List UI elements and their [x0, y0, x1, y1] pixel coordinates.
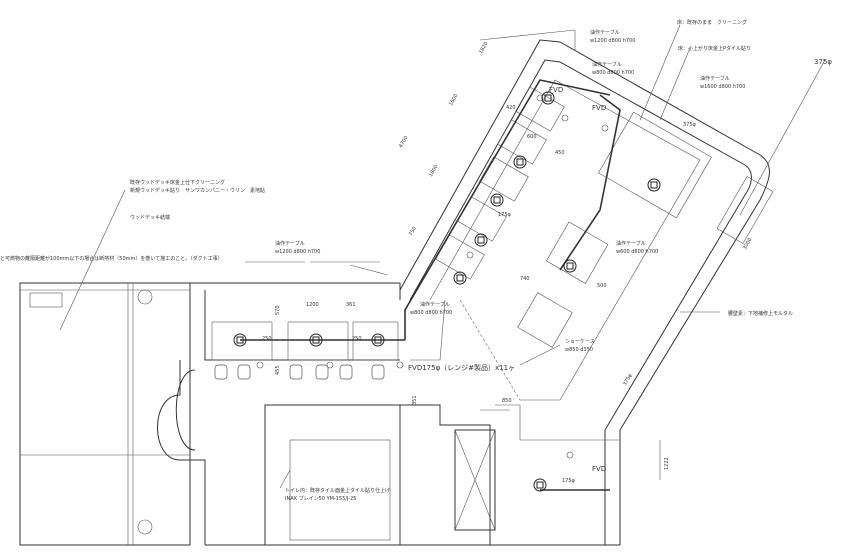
table-label-1: 油作テーブル	[590, 30, 620, 36]
table-label-6: 油作テーブル	[420, 302, 450, 308]
dim-1222: 1222	[664, 457, 670, 470]
note-showcase-size: w850 d350	[565, 347, 593, 353]
dim-500: 500	[597, 283, 607, 289]
dim-250a: 250	[262, 336, 272, 342]
dim-420: 420	[506, 105, 516, 111]
dim-450: 450	[555, 150, 565, 156]
dim-361: 361	[346, 302, 356, 308]
note-deck-partition: ウッドデッキ結端	[130, 215, 171, 221]
table-size-5: w1200 d800 h700	[275, 249, 321, 255]
left-deck-area	[19, 282, 191, 546]
note-wainscot: 腰壁素：下地補修上モルタル	[728, 311, 794, 317]
note-toilet-tile: INAX ブレイン50 YM-155/J-25	[285, 496, 357, 502]
table-label-2: 油作テーブル	[592, 62, 622, 68]
table-label-4: 油作テーブル	[616, 241, 646, 247]
table-size-2: w800 d800 h700	[592, 70, 635, 76]
table-label-5: 油作テーブル	[275, 241, 305, 247]
duct-lines	[240, 79, 621, 491]
note-showcase: ショーケース	[565, 339, 595, 345]
dim-600: 600	[527, 134, 537, 140]
dim-351: 351	[412, 395, 418, 405]
dim-375a: 375φ	[683, 122, 696, 128]
outlet-markers	[256, 94, 609, 459]
note-existing-floor: 床：既存のまま クリーニング	[677, 20, 748, 26]
table-size-6: w800 d800 h700	[410, 310, 453, 316]
dim-175: 175φ	[498, 212, 511, 218]
fvd-label-left: FVD	[549, 86, 564, 94]
note-raised-floor: 床：小上がり床金上Pタイル貼り	[678, 46, 752, 52]
dim-455: 455	[275, 365, 281, 375]
note-toilet-wall: トイレ内：既存タイル面金上タイル貼り仕上げ	[285, 488, 391, 494]
table-size-4: w600 d600 h700	[616, 249, 659, 255]
table-size-1: w1200 d800 h700	[590, 38, 636, 44]
lower-tables	[211, 321, 399, 380]
note-duct-clearance: と可燃物の離隔距離が100mm以下の場合は断熱材（50mm）を巻いて施工のこと。…	[0, 256, 223, 262]
note-deck-cleaning: 既存ウッドデッキ床金上仕下クリーニング	[130, 180, 226, 186]
dim-570: 570	[275, 305, 281, 315]
diagonal-wing	[399, 39, 774, 545]
exhaust-fans	[233, 91, 661, 492]
leader-lines	[59, 24, 826, 489]
note-fvd: FVD175φ（レンジ#製品）x11ヶ	[408, 364, 516, 372]
table-label-3: 油作テーブル	[700, 76, 730, 82]
fvd-label-mid: FVD	[592, 104, 607, 112]
note-duct-size-top: 375φ	[814, 58, 832, 66]
dim-250b: 250	[352, 336, 362, 342]
dim-1200: 1200	[306, 302, 319, 308]
note-deck-new: 新規ウッドデッキ貼り サンワカンパニー・ウリン 素地貼	[130, 188, 266, 194]
dim-740: 740	[520, 276, 530, 282]
duct-label-bottom: 175φ	[562, 478, 575, 484]
table-size-3: w1600 d800 h700	[700, 84, 746, 90]
fvd-label-bottom: FVD	[592, 465, 607, 473]
dim-850: 850	[502, 398, 512, 404]
